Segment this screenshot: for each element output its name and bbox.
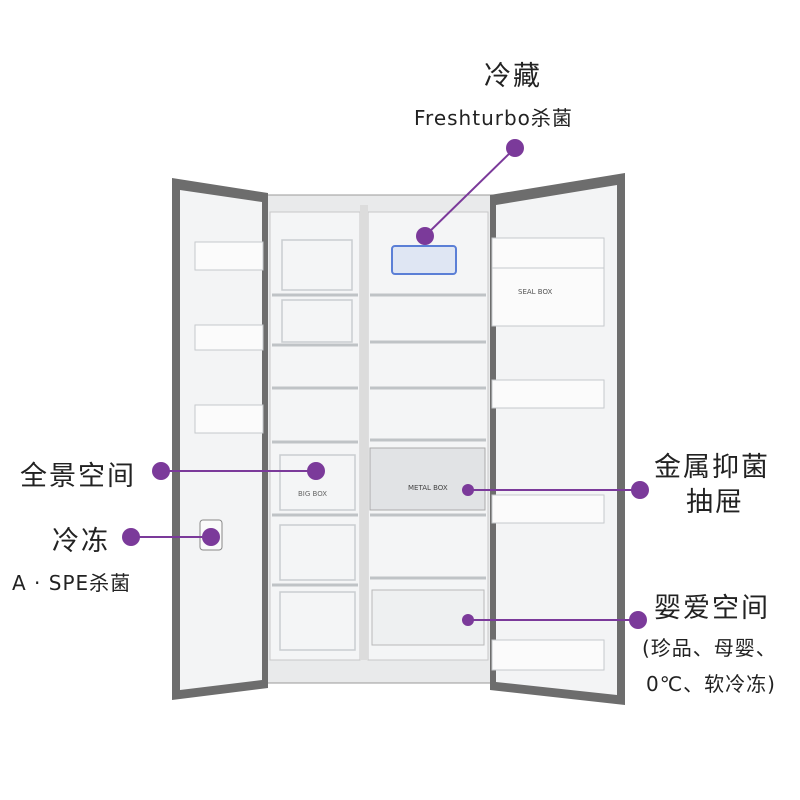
freezer-shelves bbox=[272, 293, 358, 587]
metal-box-drawer bbox=[369, 447, 486, 511]
baby-space-note-1: (珍品、母婴、 bbox=[642, 636, 777, 660]
baby-space-title: 婴爱空间 bbox=[654, 593, 770, 624]
dot-freezing bbox=[122, 528, 140, 546]
dot-refrigeration bbox=[506, 139, 524, 157]
metal-box-mark: METAL BOX bbox=[408, 484, 448, 492]
metal-drawer-title-1: 金属抑菌 bbox=[654, 452, 770, 483]
dot-baby-space bbox=[629, 611, 647, 629]
big-box-mark: BIG BOX bbox=[298, 490, 328, 498]
freezer-compartment bbox=[269, 211, 361, 661]
fridge-shelves bbox=[370, 293, 486, 580]
callout-lines bbox=[131, 147, 640, 621]
freezing-title: 冷冻 bbox=[52, 526, 110, 557]
callout-dots bbox=[122, 139, 649, 629]
refrigeration-title: 冷藏 bbox=[484, 61, 542, 92]
freezer-drawers bbox=[279, 239, 356, 651]
metal-drawer-title-2: 抽屉 bbox=[686, 487, 744, 518]
baby-space-note-2: 0℃、软冷冻) bbox=[646, 672, 776, 696]
seal-box-mark: SEAL BOX bbox=[518, 288, 553, 296]
left-door-bins bbox=[194, 241, 264, 434]
panoramic-space-title: 全景空间 bbox=[20, 461, 136, 492]
fridge-compartment bbox=[367, 211, 489, 661]
refrigeration-subtitle: Freshturbo杀菌 bbox=[414, 106, 573, 130]
freezing-subtitle: A · SPE杀菌 bbox=[12, 571, 132, 595]
dot-panoramic bbox=[152, 462, 170, 480]
freshturbo-panel bbox=[391, 245, 457, 275]
dot-metal-drawer bbox=[631, 481, 649, 499]
right-door-bins bbox=[491, 237, 605, 671]
